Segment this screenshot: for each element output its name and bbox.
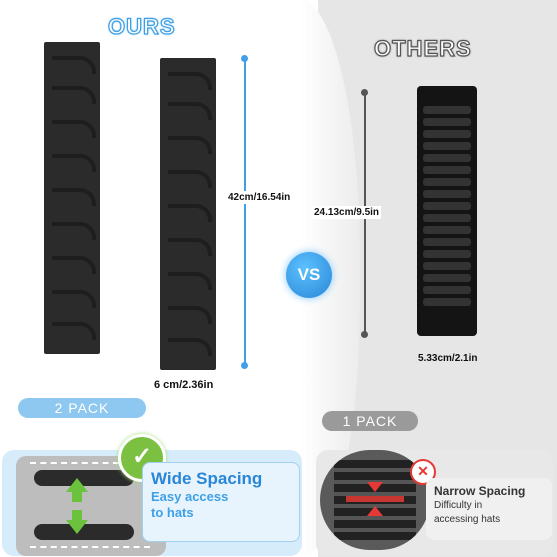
feature-text-others: Narrow Spacing Difficulty in accessing h… [426,478,552,540]
others-title: OTHERS [373,36,472,61]
width-label-ours: 6 cm/2.36in [154,379,214,391]
hook [168,72,212,90]
vs-badge: VS [286,252,332,298]
pack-ours: 2 PACK [18,398,146,418]
arrow-down-icon [66,520,88,534]
arrow-up-icon [367,506,383,516]
slot [423,298,471,306]
arrow-up-icon [66,478,88,492]
slot [423,106,471,114]
hook [168,170,212,188]
hook [168,306,212,324]
arrow-down-icon [367,482,383,492]
height-dot-bottom [361,331,368,338]
slot [423,130,471,138]
hook [168,238,212,256]
spacing-guide [30,546,150,548]
feature-title-others: Narrow Spacing [434,484,526,498]
height-dot-top [241,55,248,62]
hook [168,136,212,154]
hook [168,204,212,222]
hook [168,338,212,356]
slot [423,286,471,294]
slot [423,262,471,270]
hook [52,322,96,340]
squeeze-bar [346,496,404,502]
height-dot-bottom [241,362,248,369]
feature-text-ours: Wide Spacing Easy access to hats [142,462,300,542]
hook [52,86,96,104]
pack-others: 1 PACK [322,411,418,431]
ours-title: OURS [107,14,176,39]
rack-left [44,42,100,354]
height-label-others: 24.13cm/9.5in [312,206,382,219]
hook [52,188,96,206]
slot [423,238,471,246]
feature-line2-ours: to hats [151,505,194,521]
width-label-others: 5.33cm/2.1in [418,353,478,364]
rack-right [160,58,216,370]
spacing-guide [30,462,150,464]
feature-title-ours: Wide Spacing [151,469,263,488]
slot [423,250,471,258]
hook [52,290,96,308]
hook [52,154,96,172]
feature-line2-others: accessing hats [434,514,501,525]
height-dot-top [361,89,368,96]
slot [423,166,471,174]
arrow-stem [72,492,82,502]
slot [423,202,471,210]
slot [423,178,471,186]
slot [423,142,471,150]
hook [168,272,212,290]
slot [423,190,471,198]
hook [52,56,96,74]
slot [423,226,471,234]
hook [52,120,96,138]
feature-line1-ours: Easy access [151,489,229,504]
hook-closeup-ours [16,456,166,556]
slot [423,154,471,162]
others-rack [417,86,477,336]
slot [423,214,471,222]
feature-line1-others: Difficulty in [434,500,483,511]
height-label-ours: 42cm/16.54in [226,191,293,204]
hook [52,222,96,240]
arrow-stem [72,510,82,520]
slot [423,118,471,126]
hook-closeup-others [320,450,430,550]
slot [423,274,471,282]
height-line-ours [244,58,246,368]
hook [52,256,96,274]
hook [168,102,212,120]
